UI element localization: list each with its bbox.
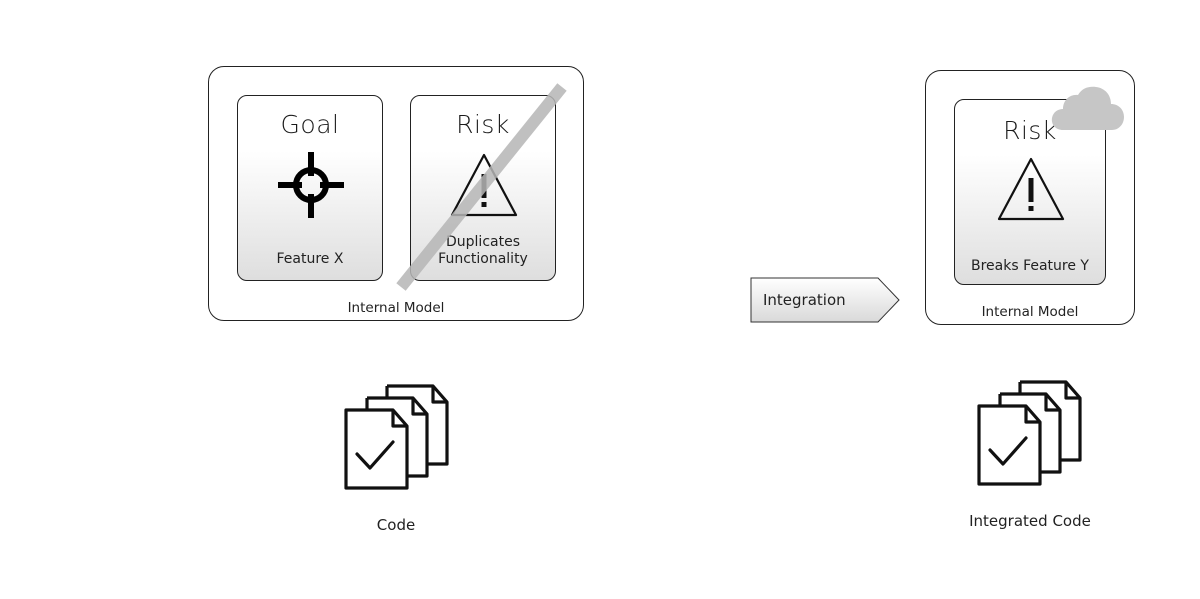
integrated-code-label: Integrated Code bbox=[969, 512, 1091, 530]
integration-arrow-label: Integration bbox=[763, 291, 846, 309]
cloud-icon bbox=[1051, 86, 1124, 130]
warning-triangle-icon bbox=[997, 157, 1065, 221]
goal-card: Goal Feature X bbox=[237, 95, 383, 281]
left-internal-model-box: Goal Feature X Risk Duplicates Functiona… bbox=[208, 66, 584, 321]
right-risk-card-title: Risk bbox=[1003, 116, 1057, 145]
right-internal-model-label: Internal Model bbox=[981, 304, 1079, 320]
goal-card-title: Goal bbox=[280, 110, 340, 139]
risk-card-caption-line2: Functionality bbox=[438, 251, 528, 267]
crosshair-icon bbox=[278, 152, 344, 218]
risk-card-title: Risk bbox=[456, 110, 510, 139]
code-label: Code bbox=[376, 516, 416, 534]
checked-documents-icon bbox=[977, 380, 1082, 486]
risk-card-caption-line1: Duplicates bbox=[446, 234, 520, 250]
integration-arrow-shape bbox=[750, 277, 900, 323]
risk-card-caption: Duplicates Functionality bbox=[411, 234, 555, 268]
right-risk-card-caption: Breaks Feature Y bbox=[970, 258, 1089, 274]
checked-documents-icon bbox=[344, 384, 449, 490]
goal-card-caption: Feature X bbox=[276, 251, 344, 267]
right-internal-model-box: Risk Breaks Feature Y Internal Model bbox=[925, 70, 1135, 325]
left-internal-model-label: Internal Model bbox=[347, 300, 445, 316]
